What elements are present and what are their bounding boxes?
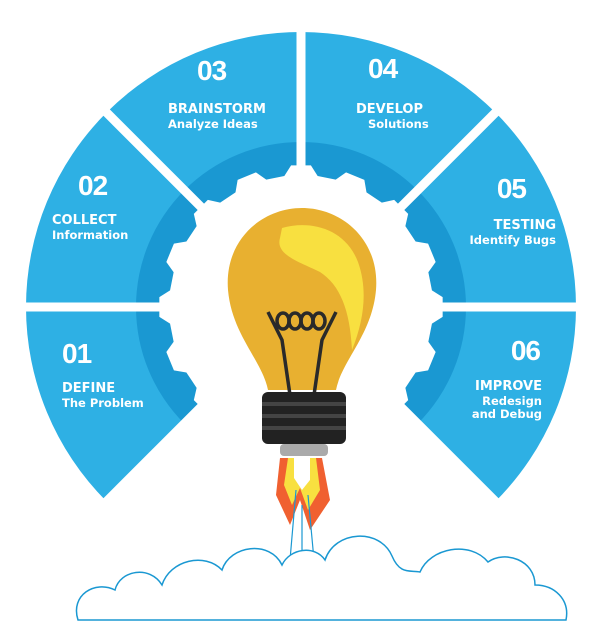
step-number: 01 [62, 338, 92, 369]
clouds [75, 535, 568, 621]
step-04: 04 DEVELOP Solutions [356, 53, 429, 131]
segment-divider [386, 102, 506, 222]
step-subtitle: The Problem [62, 396, 144, 411]
step-number: 05 [496, 173, 527, 204]
step-subtitle: Redesign [482, 394, 542, 409]
lightbulb-icon [227, 208, 377, 456]
segment-divider [96, 102, 216, 222]
step-number: 04 [368, 53, 398, 84]
step-06: 06 IMPROVE Redesign and Debug [472, 335, 542, 422]
step-number: 02 [78, 170, 108, 201]
step-subtitle: Identify Bugs [469, 233, 556, 248]
step-number: 06 [510, 335, 541, 366]
step-title: COLLECT [52, 213, 117, 229]
step-title: DEFINE [62, 381, 116, 397]
step-title: BRAINSTORM [168, 102, 266, 118]
step-subtitle: Solutions [368, 117, 429, 132]
rocket-flame-icon [276, 458, 330, 561]
step-title: TESTING [493, 218, 556, 234]
step-subtitle: Analyze Ideas [168, 117, 258, 132]
step-subtitle-2: and Debug [471, 407, 542, 422]
step-title: DEVELOP [356, 102, 424, 118]
step-02: 02 COLLECT Information [52, 170, 128, 242]
step-number: 03 [197, 55, 227, 86]
step-subtitle: Information [52, 228, 129, 243]
step-03: 03 BRAINSTORM Analyze Ideas [168, 55, 266, 131]
step-title: IMPROVE [475, 379, 542, 395]
step-01: 01 DEFINE The Problem [62, 338, 144, 410]
step-05: 05 TESTING Identify Bugs [470, 173, 556, 247]
